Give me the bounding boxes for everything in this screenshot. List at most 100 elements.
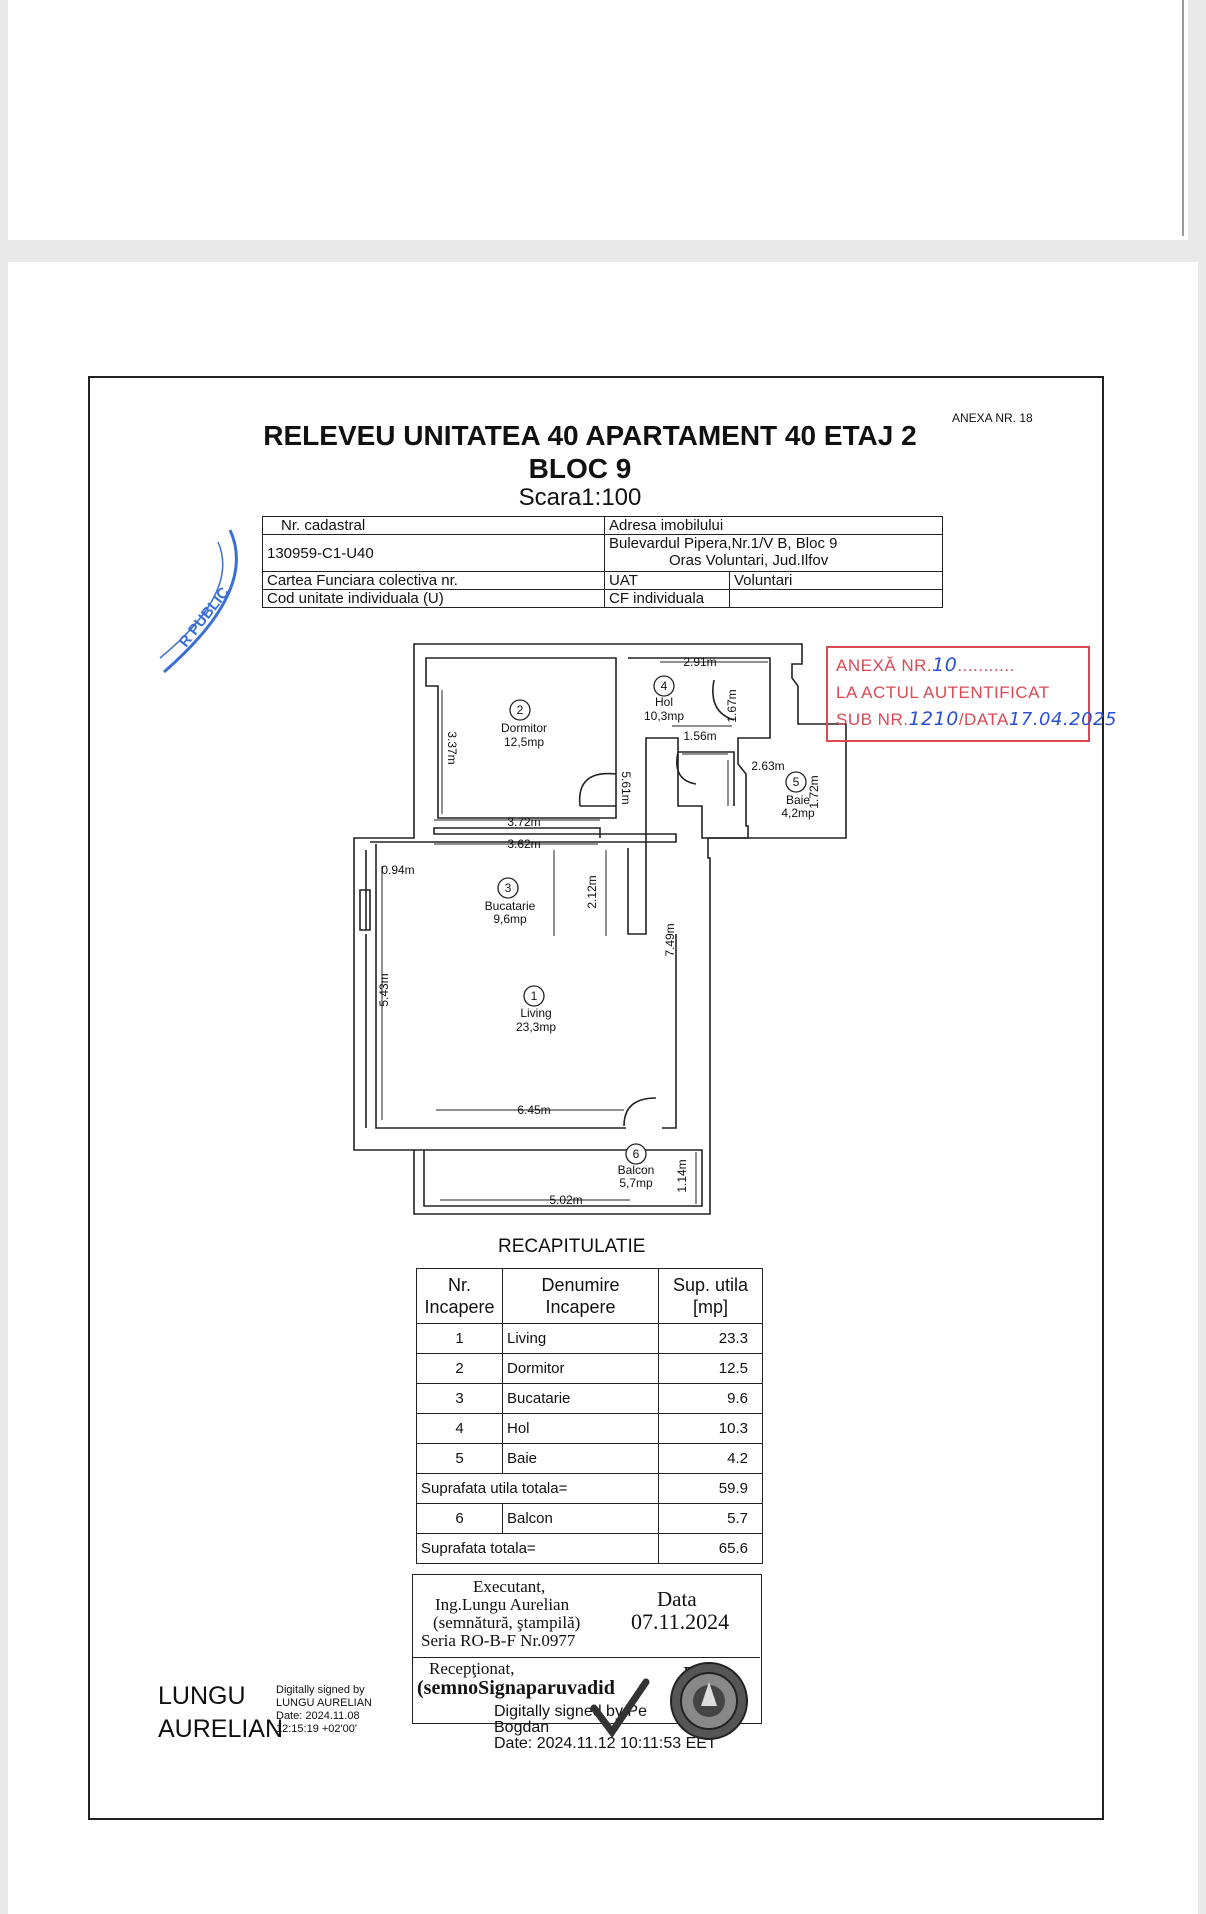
signer-info-line2: LUNGU AURELIAN <box>276 1697 372 1709</box>
stamp-annex-label: ANEXĂ NR. <box>836 656 933 675</box>
cadastral-label: Nr. cadastral <box>262 516 605 535</box>
door-swing-hall <box>712 679 735 721</box>
dim-2.91: 2.91m <box>683 655 716 669</box>
room-name-2: Dormitor <box>501 721 547 735</box>
room-area-4: 10,3mp <box>644 709 684 723</box>
dim-5.02: 5.02m <box>549 1193 582 1207</box>
executant-sign-note: (semnătură, ştampilă) <box>433 1613 581 1632</box>
room-area-5: 4,2mp <box>781 806 815 820</box>
door-swing-bedroom <box>578 772 617 807</box>
official-seal-icon <box>670 1662 748 1740</box>
property-info-table: Nr. cadastral Adresa imobilului 130959-C… <box>262 516 944 608</box>
bath-walls <box>678 751 735 806</box>
room-num-3: 3 <box>505 881 512 895</box>
block-title: BLOC 9 <box>528 453 632 484</box>
room-area-1: 23,3mp <box>516 1020 556 1034</box>
receptionat-label: Recepţionat, <box>429 1659 515 1678</box>
signer-info-line1: Digitally signed by <box>276 1684 365 1696</box>
checkmark-icon <box>590 1678 650 1739</box>
dim-3.37: 3.37m <box>445 731 459 764</box>
col-nr-line1: Nr. <box>447 1275 471 1295</box>
scale-label: Scara1:100 <box>518 484 642 511</box>
receptionat-sign-note: (semnoSignaparuvadid <box>417 1677 615 1699</box>
col-name-line1: Denumire <box>541 1275 620 1295</box>
room-num-1: 1 <box>531 989 538 1003</box>
recap-title: RECAPITULATIE <box>498 1236 646 1257</box>
signer-digital-info: Digitally signed by LUNGU AURELIAN Date:… <box>276 1684 372 1736</box>
previous-page <box>8 0 1188 240</box>
dim-7.49: 7.49m <box>663 923 677 956</box>
page-edge-line <box>1182 0 1184 236</box>
stamp-date-value: 17.04.2025 <box>1008 709 1117 730</box>
room-name-5: Baie <box>786 793 810 807</box>
executant-date: 07.11.2024 <box>631 1609 730 1634</box>
page-title: RELEVEU UNITATEA 40 APARTAMENT 40 ETAJ 2 <box>263 420 917 451</box>
uat-label: UAT <box>604 571 730 590</box>
room-marker-1 <box>523 985 545 1007</box>
col-area-line2: [mp] <box>692 1297 728 1317</box>
living-right-wall <box>662 934 677 1129</box>
door-swing-bath <box>676 751 697 785</box>
room-marker-4 <box>653 675 675 697</box>
balcony-walls <box>414 1149 703 1207</box>
bedroom-walls <box>425 657 617 819</box>
signer-name-line1: LUNGU <box>158 1682 246 1710</box>
dim-5.43: 5.43m <box>377 973 391 1006</box>
land-book-label: Cartea Funciara colectiva nr. <box>262 571 605 590</box>
dim-1.14: 1.14m <box>675 1159 689 1192</box>
living-left-wall <box>375 844 626 1129</box>
dim-1.56: 1.56m <box>683 729 716 743</box>
cf-individual-label: CF individuala <box>604 589 730 608</box>
room-name-3: Bucatarie <box>485 899 536 913</box>
uat-value: Voluntari <box>728 571 944 590</box>
dim-3.72: 3.72m <box>507 815 540 829</box>
dim-5.61: 5.61m <box>619 771 633 804</box>
stamp-act-label: LA ACTUL AUTENTIFICAT <box>836 683 1050 702</box>
executant-series: Seria RO-B-F Nr.0977 <box>421 1631 576 1650</box>
cadastral-value: 130959-C1-U40 <box>262 534 605 572</box>
stamp-sub-label: SUB NR. <box>836 710 909 729</box>
public-notary-stamp: R PUBLIC <box>159 529 238 674</box>
executant-label: Executant, <box>473 1577 546 1596</box>
room-area-3: 9,6mp <box>493 912 527 926</box>
radiator <box>359 889 371 931</box>
address-line-2: Oras Voluntari, Jud.Ilfov <box>669 552 829 569</box>
door-swing-balcony <box>623 1097 657 1127</box>
stamp-date-label: /DATA <box>958 710 1009 729</box>
signer-name-line2: AURELIAN <box>158 1715 284 1743</box>
col-area-line1: Sup. utila <box>672 1275 749 1295</box>
room-num-6: 6 <box>633 1147 640 1161</box>
room-num-2: 2 <box>517 703 524 717</box>
total-row: Suprafata totala=65.6 <box>416 1533 763 1564</box>
address-label: Adresa imobilului <box>603 516 944 535</box>
room-name-6: Balcon <box>618 1163 655 1177</box>
drawing-frame <box>88 376 1104 1820</box>
room-marker-3 <box>497 877 519 899</box>
dim-1.72: 1.72m <box>807 775 821 808</box>
executant-date-label: Data <box>657 1587 697 1611</box>
room-marker-6 <box>625 1143 647 1165</box>
unit-code-label: Cod unitate individuala (U) <box>262 589 605 608</box>
annex-number: ANEXA NR. 18 <box>952 411 1033 425</box>
address-line-1: Bulevardul Pipera,Nr.1/V B, Bloc 9 <box>609 535 838 552</box>
dim-3.62: 3.62m <box>507 837 540 851</box>
total-util-row: Suprafata utila totala=59.9 <box>416 1473 763 1504</box>
stamp-sub-number: 1210 <box>908 708 959 730</box>
dim-0.94: 0.94m <box>381 863 414 877</box>
kitchen-top-wall <box>370 827 677 843</box>
executant-name: Ing.Lungu Aurelian <box>435 1595 570 1614</box>
room-name-1: Living <box>520 1006 551 1020</box>
room-num-4: 4 <box>661 679 668 693</box>
dim-1.67: 1.67m <box>725 689 739 722</box>
room-area-6: 5,7mp <box>619 1176 653 1190</box>
hall-walls <box>627 657 771 935</box>
room-marker-2 <box>509 699 531 721</box>
col-name-line2: Incapere <box>545 1297 616 1317</box>
dim-2.12: 2.12m <box>585 875 599 908</box>
